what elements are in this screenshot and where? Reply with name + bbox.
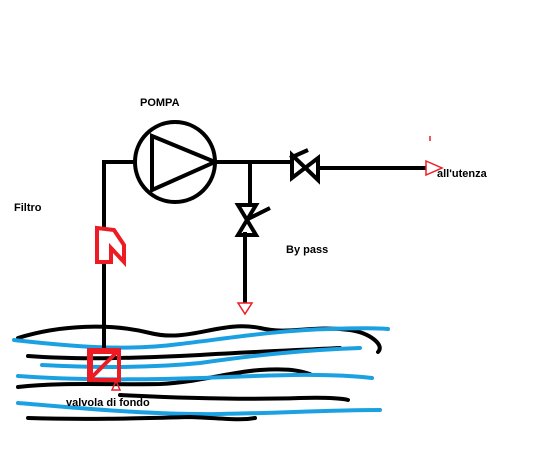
water-wave-blue [16,401,382,417]
bypass-pipe [243,162,252,303]
filter-label: Filtro [14,202,42,214]
bypass-outlet-arrow-icon [236,302,254,316]
foot-valve-arrow-icon [110,379,122,391]
foot-valve-symbol [87,348,121,382]
pump-symbol [133,120,221,204]
water-body [12,324,390,422]
filter-symbol [95,225,126,268]
water-wave-blue [40,346,362,370]
water-wave-dark [26,414,257,422]
suction-pipe [102,160,139,352]
to-user-label: all'utenza [437,168,487,180]
water-wave-blue [16,372,374,382]
water-wave-dark [16,367,312,389]
water-wave-blue [12,326,390,350]
bypass-label: By pass [286,244,329,256]
water-wave-dark [16,324,382,354]
delivery-valve [289,148,320,185]
user-outlet-arrow-icon [425,159,444,177]
foot-valve-label: valvola di fondo [66,397,150,409]
pump-label: POMPA [140,97,180,109]
delivery-pipe [215,160,426,170]
water-wave-dark [118,393,350,402]
bypass-valve [234,203,271,237]
